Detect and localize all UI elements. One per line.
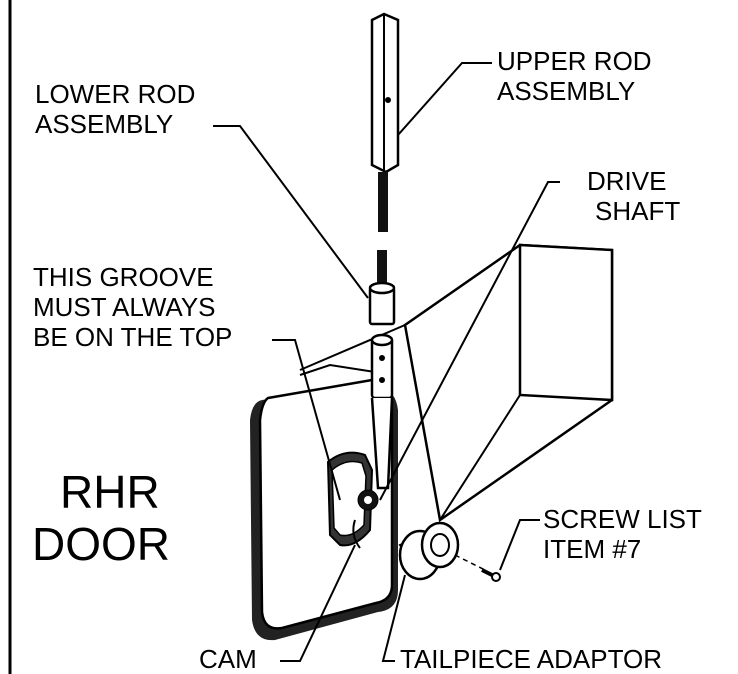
drive-shaft-bar (370, 333, 394, 490)
groove-note-line2: MUST ALWAYS (33, 292, 216, 322)
screw-label-line2: ITEM #7 (543, 534, 641, 564)
groove-note-line3: BE ON THE TOP (33, 322, 232, 352)
cam-mechanism (326, 451, 379, 549)
tailpiece-adaptor (398, 521, 460, 581)
drive-shaft-label-line1: DRIVE (587, 166, 666, 196)
lower-rod-label-line2: ASSEMBLY (35, 109, 173, 139)
door-label-line1: RHR (60, 466, 160, 518)
screw-item-7 (454, 554, 501, 582)
groove-note-line1: THIS GROOVE (33, 262, 214, 292)
door-label-line2: DOOR (32, 518, 170, 570)
lock-body (299, 243, 614, 523)
lower-rod (368, 250, 396, 326)
screw-label-line1: SCREW LIST (543, 504, 702, 534)
tailpiece-label: TAILPIECE ADAPTOR (400, 644, 662, 674)
lower-rod-label-line1: LOWER ROD (35, 79, 195, 109)
cam-label: CAM (199, 644, 257, 674)
upper-rod (370, 12, 400, 232)
leader-lines (213, 62, 560, 662)
upper-rod-label-line2: ASSEMBLY (497, 76, 635, 106)
drive-shaft-label-line2: SHAFT (595, 196, 680, 226)
upper-rod-label-line1: UPPER ROD (497, 46, 652, 76)
